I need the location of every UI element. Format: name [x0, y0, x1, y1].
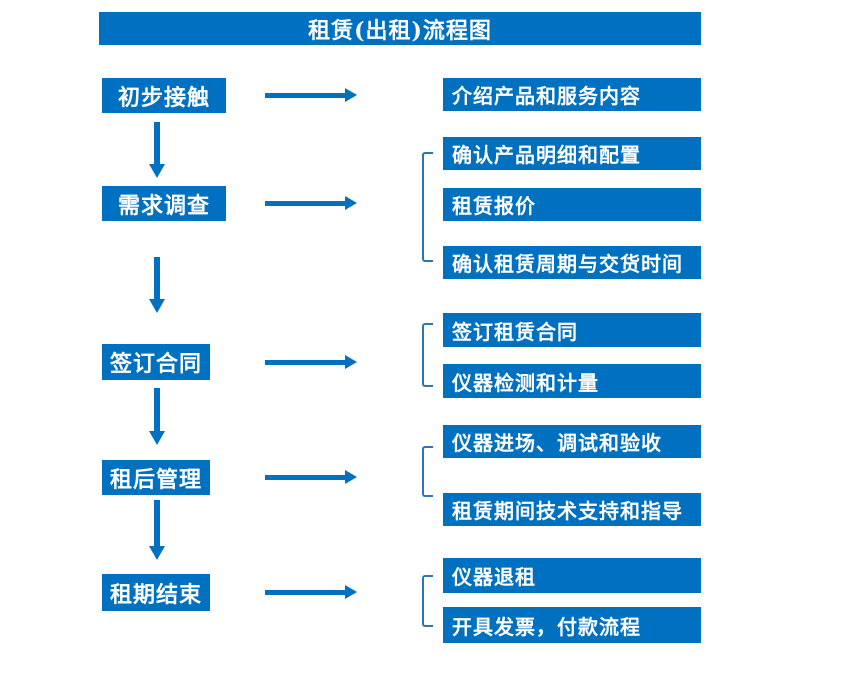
- arrow-shaft: [265, 475, 345, 480]
- flow-arrow-right-icon: [265, 88, 357, 102]
- flow-arrow-right-icon: [265, 470, 357, 484]
- group-bracket-icon: [422, 152, 433, 262]
- output-label: 确认租赁周期与交货时间: [452, 252, 683, 276]
- arrow-head: [149, 431, 165, 445]
- arrow-head: [149, 299, 165, 313]
- output-box-instrument-return: 仪器退租: [443, 558, 701, 593]
- flow-arrow-down-icon: [149, 122, 165, 178]
- stage-label: 签订合同: [109, 351, 202, 377]
- group-bracket-icon: [422, 323, 433, 387]
- stage-box-sign-contract: 签订合同: [102, 344, 210, 380]
- flow-arrow-right-icon: [265, 355, 357, 369]
- output-box-rental-quotation: 租赁报价: [443, 188, 701, 221]
- arrow-shaft: [265, 590, 345, 595]
- output-box-introduce-products-services: 介绍产品和服务内容: [443, 78, 701, 111]
- arrow-head: [345, 196, 357, 210]
- stage-box-initial-contact: 初步接触: [102, 78, 226, 113]
- output-label: 签订租赁合同: [452, 319, 578, 344]
- output-label: 开具发票，付款流程: [452, 614, 641, 639]
- arrow-head: [345, 355, 357, 369]
- stage-label: 租后管理: [109, 466, 202, 493]
- group-bracket-icon: [422, 575, 433, 627]
- stage-box-rental-end: 租期结束: [102, 574, 210, 611]
- arrow-head: [345, 585, 357, 599]
- arrow-shaft: [154, 257, 160, 299]
- arrow-shaft: [154, 122, 160, 164]
- flow-arrow-right-icon: [265, 196, 357, 210]
- diagram-title: 租赁(出租)流程图: [308, 17, 492, 44]
- output-label: 租赁期间技术支持和指导: [452, 499, 683, 523]
- arrow-shaft: [265, 201, 345, 206]
- stage-label: 租期结束: [109, 581, 202, 608]
- arrow-shaft: [265, 93, 345, 98]
- arrow-head: [149, 164, 165, 178]
- output-box-technical-support-guidance: 租赁期间技术支持和指导: [443, 493, 701, 526]
- arrow-shaft: [154, 500, 160, 546]
- output-box-instrument-arrival-acceptance: 仪器进场、调试和验收: [443, 425, 701, 458]
- arrow-head: [345, 88, 357, 102]
- arrow-head: [345, 470, 357, 484]
- stage-label: 初步接触: [117, 84, 210, 111]
- arrow-shaft: [265, 360, 345, 365]
- flow-arrow-down-icon: [149, 388, 165, 445]
- stage-box-post-rental-management: 租后管理: [102, 460, 210, 495]
- output-box-instrument-testing-metering: 仪器检测和计量: [443, 364, 701, 398]
- output-box-invoice-payment-process: 开具发票，付款流程: [443, 607, 701, 643]
- flow-arrow-down-icon: [149, 500, 165, 560]
- output-box-sign-rental-contract: 签订租赁合同: [443, 313, 701, 347]
- diagram-title-bar: 租赁(出租)流程图: [99, 12, 701, 45]
- output-box-confirm-product-details: 确认产品明细和配置: [443, 137, 701, 170]
- flow-arrow-down-icon: [149, 257, 165, 313]
- arrow-head: [149, 546, 165, 560]
- output-box-confirm-rental-period-delivery: 确认租赁周期与交货时间: [443, 246, 701, 279]
- output-label: 介绍产品和服务内容: [452, 84, 641, 108]
- output-label: 确认产品明细和配置: [452, 143, 641, 167]
- stage-box-demand-survey: 需求调查: [102, 186, 226, 221]
- output-label: 仪器退租: [452, 565, 536, 589]
- output-label: 租赁报价: [452, 194, 536, 218]
- output-label: 仪器进场、调试和验收: [452, 431, 662, 455]
- flow-arrow-right-icon: [265, 585, 357, 599]
- group-bracket-icon: [422, 446, 433, 497]
- stage-label: 需求调查: [117, 192, 210, 219]
- output-label: 仪器检测和计量: [452, 370, 599, 395]
- arrow-shaft: [154, 388, 160, 431]
